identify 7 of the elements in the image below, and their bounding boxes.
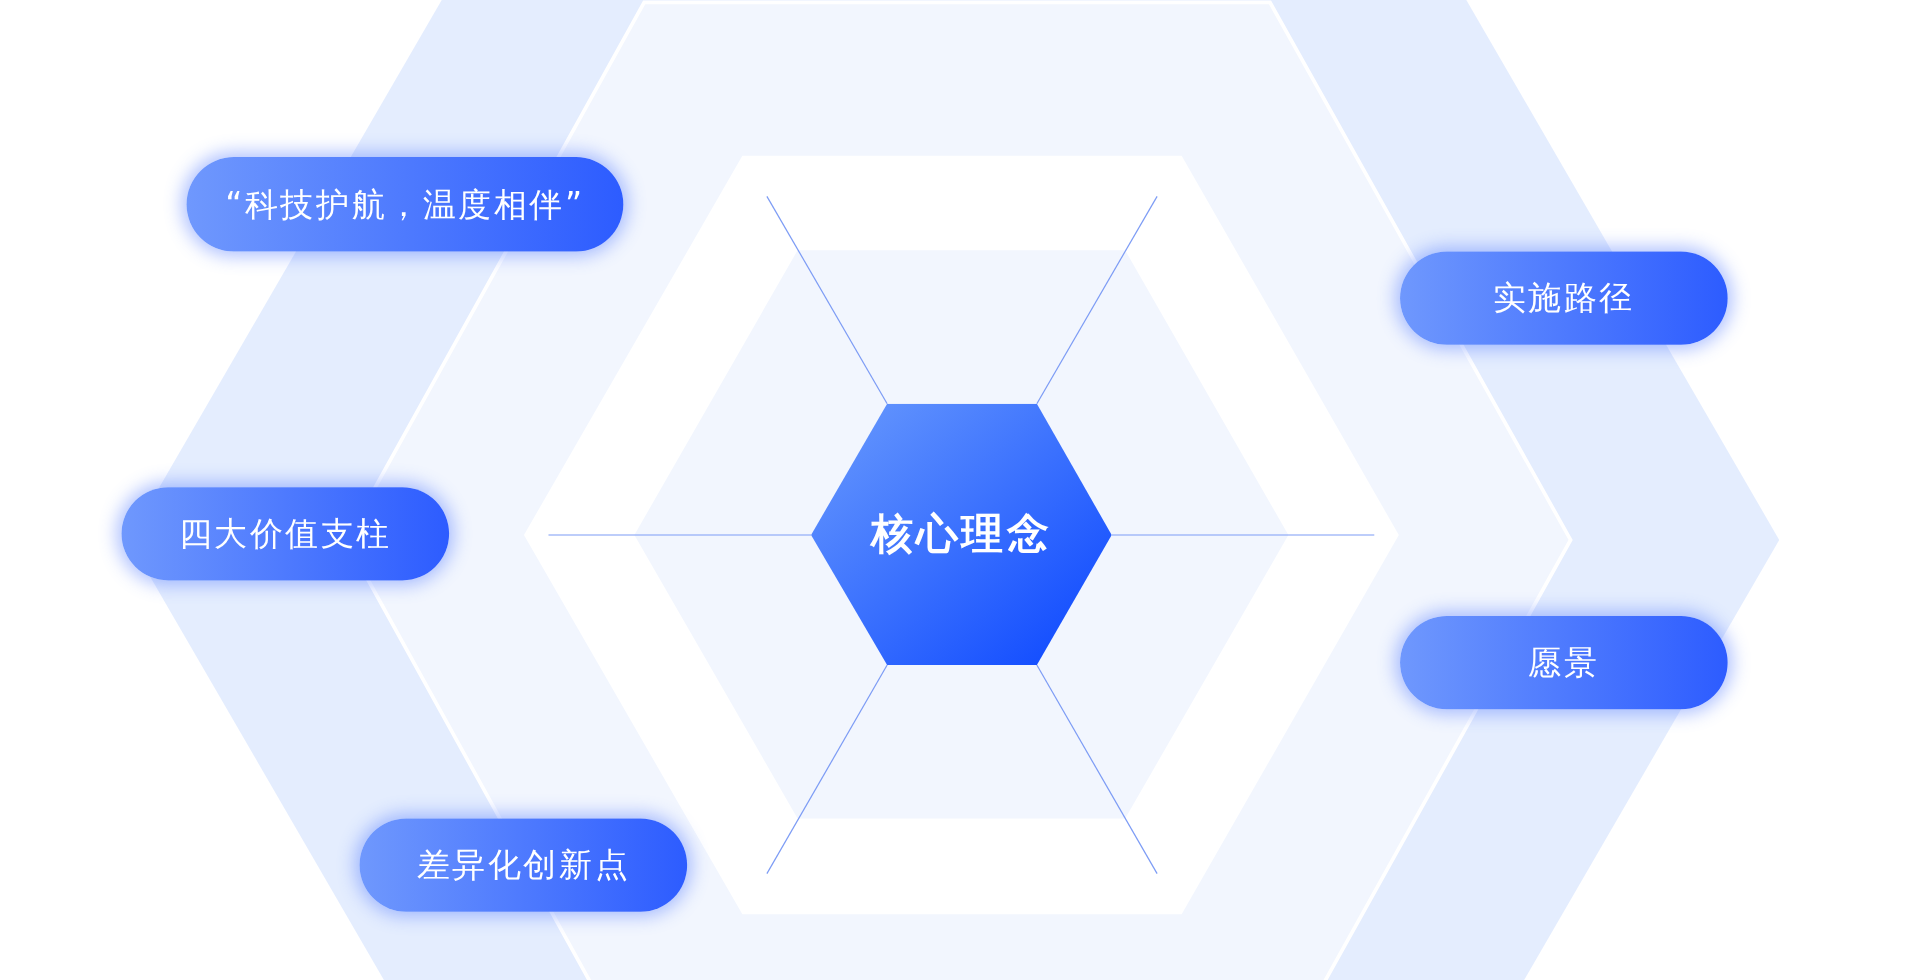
pill-tag: “科技护航，温度相伴” <box>186 157 624 252</box>
pill-tag: 愿景 <box>1400 615 1728 710</box>
pill-tag: 差异化创新点 <box>359 818 688 912</box>
hexagon-label: 核心理念 <box>870 507 1053 560</box>
hexagon-node <box>811 403 1112 666</box>
pill-tag: 四大价值支柱 <box>121 487 450 581</box>
pill-tag: 实施路径 <box>1400 251 1728 345</box>
